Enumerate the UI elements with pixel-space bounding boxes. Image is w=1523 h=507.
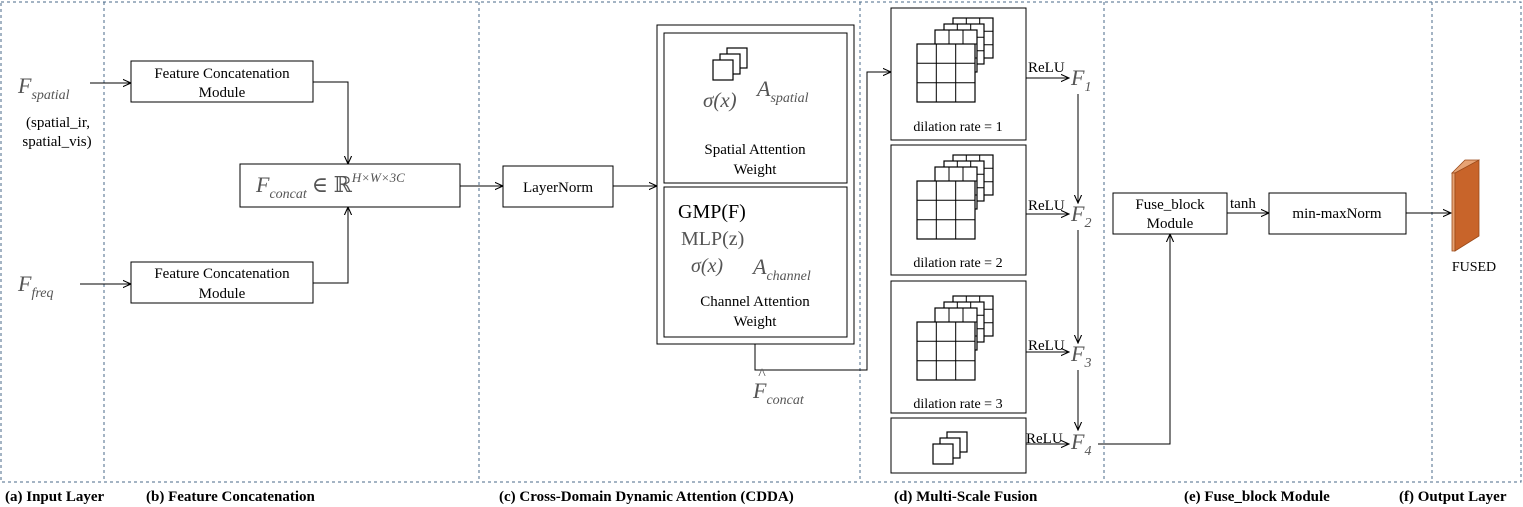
outer-frame xyxy=(0,1,1522,483)
concat-module-top xyxy=(130,60,314,103)
dilation-2-label: dilation rate = 2 xyxy=(913,256,1002,271)
layernorm-box xyxy=(502,165,614,208)
f2-symbol: F2 xyxy=(1070,201,1091,231)
fuse-block-section: Fuse_block Module tanh min-maxNorm xyxy=(1098,192,1407,445)
arrow-bottom-module-to-fconcat xyxy=(313,207,348,284)
caption-f: (f) Output Layer xyxy=(1399,489,1507,505)
output-layer: FUSED xyxy=(1406,159,1496,275)
spatial-attention-label-line1: Spatial Attention xyxy=(704,142,806,158)
tanh-label: tanh xyxy=(1230,196,1256,212)
fconcat-formula: Fconcat∈ ℝH×W×3C xyxy=(255,170,405,202)
arrow-attention-to-msf xyxy=(754,72,891,371)
concat-module-bottom-line1: Feature Concatenation xyxy=(154,266,290,282)
channel-attention-box xyxy=(663,186,848,338)
section-captions: (a) Input Layer (b) Feature Concatenatio… xyxy=(5,489,1507,505)
minmax-norm-box xyxy=(1268,192,1407,235)
concat-module-top-line2: Module xyxy=(199,85,246,101)
fused-output-icon xyxy=(1451,159,1480,252)
caption-a: (a) Input Layer xyxy=(5,489,105,505)
fused-label: FUSED xyxy=(1452,260,1496,275)
dilation-3-label: dilation rate = 3 xyxy=(913,397,1002,412)
sigma-channel: σ(x) xyxy=(691,255,723,277)
a-spatial-symbol: Aspatial xyxy=(755,76,809,106)
minmax-norm-label: min-maxNorm xyxy=(1292,206,1381,222)
caption-c: (c) Cross-Domain Dynamic Attention (CDDA… xyxy=(499,489,794,505)
fhat-concat-symbol: Fconcat xyxy=(752,378,805,408)
spatial-note-line1: (spatial_ir, xyxy=(26,115,90,131)
relu-3-label: ReLU xyxy=(1028,338,1065,354)
relu-1-label: ReLU xyxy=(1028,60,1065,76)
f4-symbol: F4 xyxy=(1070,429,1091,459)
caption-e: (e) Fuse_block Module xyxy=(1184,489,1330,505)
caption-d: (d) Multi-Scale Fusion xyxy=(894,489,1038,505)
mlp-formula: MLP(z) xyxy=(681,228,744,250)
cdda-section: LayerNorm σ(x) Aspatial Spatial Attentio… xyxy=(460,24,891,408)
arrow-f4-to-fuse xyxy=(1098,234,1170,445)
relu-4-label: ReLU xyxy=(1026,431,1063,447)
fuse-block-line2: Module xyxy=(1147,216,1194,232)
gmp-formula: GMP(F) xyxy=(678,201,746,223)
caption-b: (b) Feature Concatenation xyxy=(146,489,316,505)
input-layer: Fspatial (spatial_ir, spatial_vis) Ffreq xyxy=(17,73,92,301)
multi-scale-fusion: dilation rate = 1 dilation rate = 2 dila… xyxy=(890,7,1091,474)
f-spatial-symbol: Fspatial xyxy=(17,73,70,103)
a-channel-symbol: Achannel xyxy=(751,254,811,284)
fuse-block-box xyxy=(1112,192,1228,235)
spatial-attention-label-line2: Weight xyxy=(734,162,778,178)
layernorm-label: LayerNorm xyxy=(523,180,593,196)
fuse-block-line1: Fuse_block xyxy=(1135,197,1205,213)
fhat-hat-mark: ^ xyxy=(758,366,766,383)
spatial-attention-box xyxy=(663,32,848,184)
arrow-top-module-to-fconcat xyxy=(313,81,348,164)
pointwise-box xyxy=(890,417,1027,474)
channel-attention-label-line1: Channel Attention xyxy=(700,294,810,310)
dilation-1-label: dilation rate = 1 xyxy=(913,120,1002,135)
feature-concatenation: Feature Concatenation Module Feature Con… xyxy=(80,60,461,304)
concat-module-bottom-line2: Module xyxy=(199,286,246,302)
f1-symbol: F1 xyxy=(1070,65,1091,95)
f-freq-symbol: Ffreq xyxy=(17,271,54,301)
channel-attention-label-line2: Weight xyxy=(734,314,778,330)
section-dividers xyxy=(0,1,1522,483)
relu-2-label: ReLU xyxy=(1028,198,1065,214)
sigma-spatial: σ(x) xyxy=(703,88,737,112)
spatial-note-line2: spatial_vis) xyxy=(22,134,91,150)
f3-symbol: F3 xyxy=(1070,341,1091,371)
concat-module-top-line1: Feature Concatenation xyxy=(154,66,290,82)
